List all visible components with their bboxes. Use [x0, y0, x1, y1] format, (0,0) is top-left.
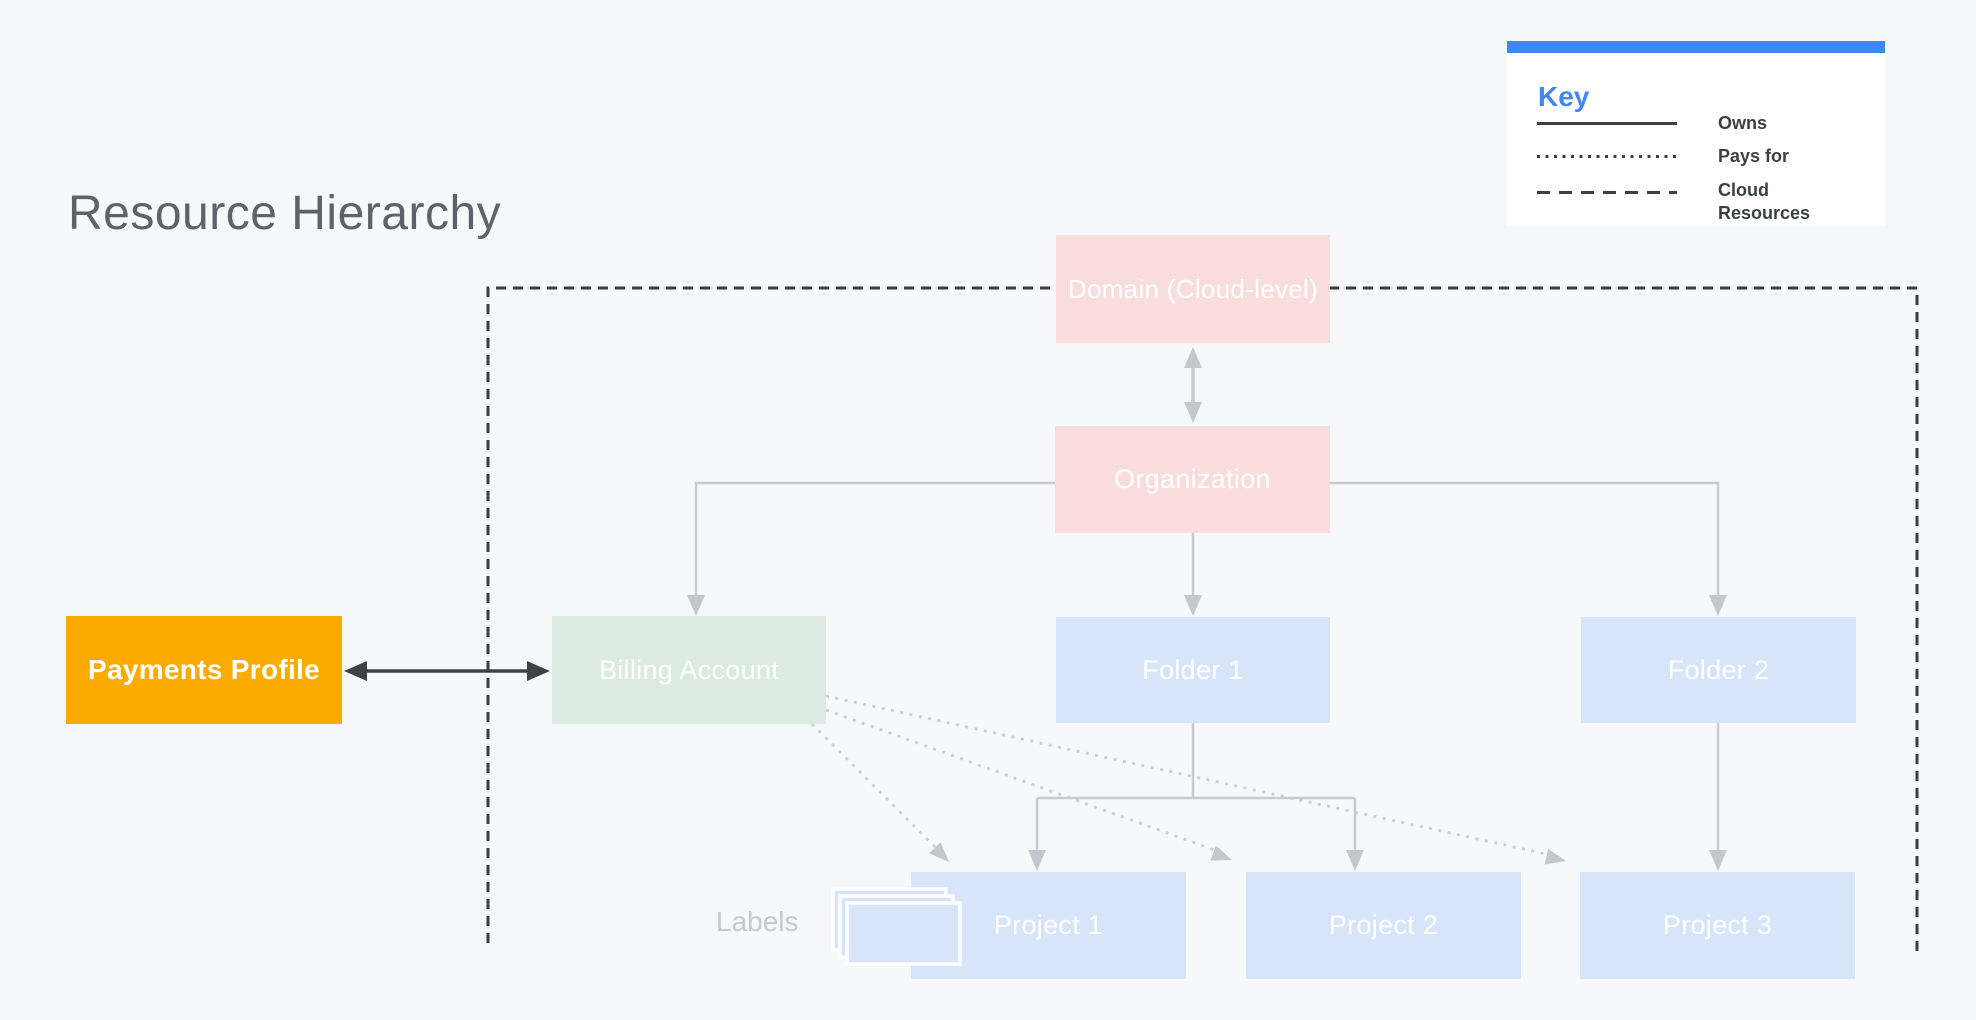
node-project-2: Project 2: [1246, 872, 1521, 979]
node-domain: Domain (Cloud-level): [1056, 235, 1330, 343]
node-organization: Organization: [1055, 426, 1330, 533]
page-title: Resource Hierarchy: [68, 187, 502, 240]
legend-owns-line-sample: [1537, 122, 1677, 125]
labels-caption: Labels: [716, 906, 799, 937]
legend-cloud-resources-label: Cloud Resources: [1718, 180, 1811, 223]
legend-accent-bar: [1507, 41, 1885, 53]
payments-billing-arrow: [344, 661, 550, 681]
domain-organization-arrow: [1184, 347, 1202, 423]
legend-pays-for-label: Pays for: [1718, 146, 1790, 166]
node-folder-1: Folder 1: [1056, 617, 1330, 723]
legend-title: Key: [1538, 81, 1590, 112]
node-project-1: Project 1: [911, 872, 1186, 979]
legend-cloud-resources-line-sample: [1537, 191, 1677, 194]
node-project-3: Project 3: [1580, 872, 1855, 979]
legend-owns-label: Owns: [1718, 113, 1768, 133]
node-folder-2: Folder 2: [1581, 617, 1856, 723]
node-billing-account: Billing Account: [552, 616, 826, 724]
legend-pays-for-line-sample: [1537, 155, 1677, 158]
legend-panel: Key Owns Pays for Cloud Resources: [1507, 41, 1885, 226]
node-payments-profile: Payments Profile: [66, 616, 342, 724]
